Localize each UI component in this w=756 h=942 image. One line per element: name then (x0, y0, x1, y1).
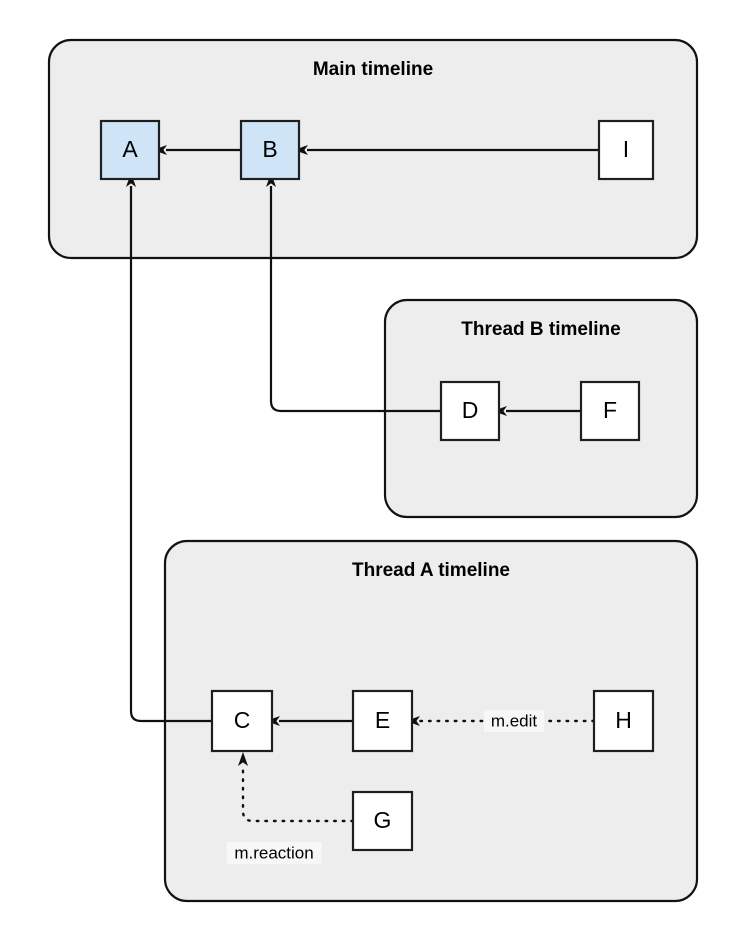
node-E[interactable]: E (351, 689, 414, 753)
edge-label-h-to-e: m.edit (491, 711, 538, 730)
node-I[interactable]: I (597, 119, 655, 181)
node-label-A: A (122, 136, 138, 162)
node-box-E[interactable] (351, 689, 414, 753)
node-box-B[interactable] (239, 119, 301, 181)
node-label-D: D (462, 397, 479, 423)
node-box-F[interactable] (579, 380, 641, 442)
edge-label-bg-g-to-c (226, 842, 322, 864)
edge-label-bg-h-to-e (483, 710, 545, 732)
node-box-I[interactable] (597, 119, 655, 181)
node-label-C: C (234, 707, 251, 733)
node-label-B: B (262, 136, 277, 162)
node-box-D[interactable] (439, 380, 501, 442)
group-title-threadA: Thread A timeline (352, 560, 510, 581)
group-container-threadB (383, 298, 699, 519)
edges-layer (126, 145, 599, 823)
node-box-H[interactable] (592, 689, 655, 753)
node-H[interactable]: H (592, 689, 655, 753)
nodes-layer: A B I D F C E H G (99, 119, 655, 852)
node-box-C[interactable] (210, 689, 274, 753)
node-C[interactable]: C (210, 689, 274, 753)
node-label-E: E (375, 707, 390, 733)
node-box-G[interactable] (351, 790, 414, 852)
group-title-main: Main timeline (313, 59, 433, 80)
edge-labels-layer: m.edit m.reaction (226, 710, 545, 864)
node-label-G: G (374, 807, 392, 833)
edge-d-to-b (266, 173, 441, 413)
group-title-threadB: Thread B timeline (461, 319, 620, 340)
node-A[interactable]: A (99, 119, 161, 181)
node-box-A[interactable] (99, 119, 161, 181)
edge-c-to-a (126, 173, 212, 723)
node-label-F: F (603, 397, 617, 423)
node-B[interactable]: B (239, 119, 301, 181)
node-F[interactable]: F (579, 380, 641, 442)
node-label-H: H (615, 707, 632, 733)
node-G[interactable]: G (351, 790, 414, 852)
node-label-I: I (623, 136, 629, 162)
node-D[interactable]: D (439, 380, 501, 442)
edge-label-g-to-c: m.reaction (234, 843, 313, 862)
